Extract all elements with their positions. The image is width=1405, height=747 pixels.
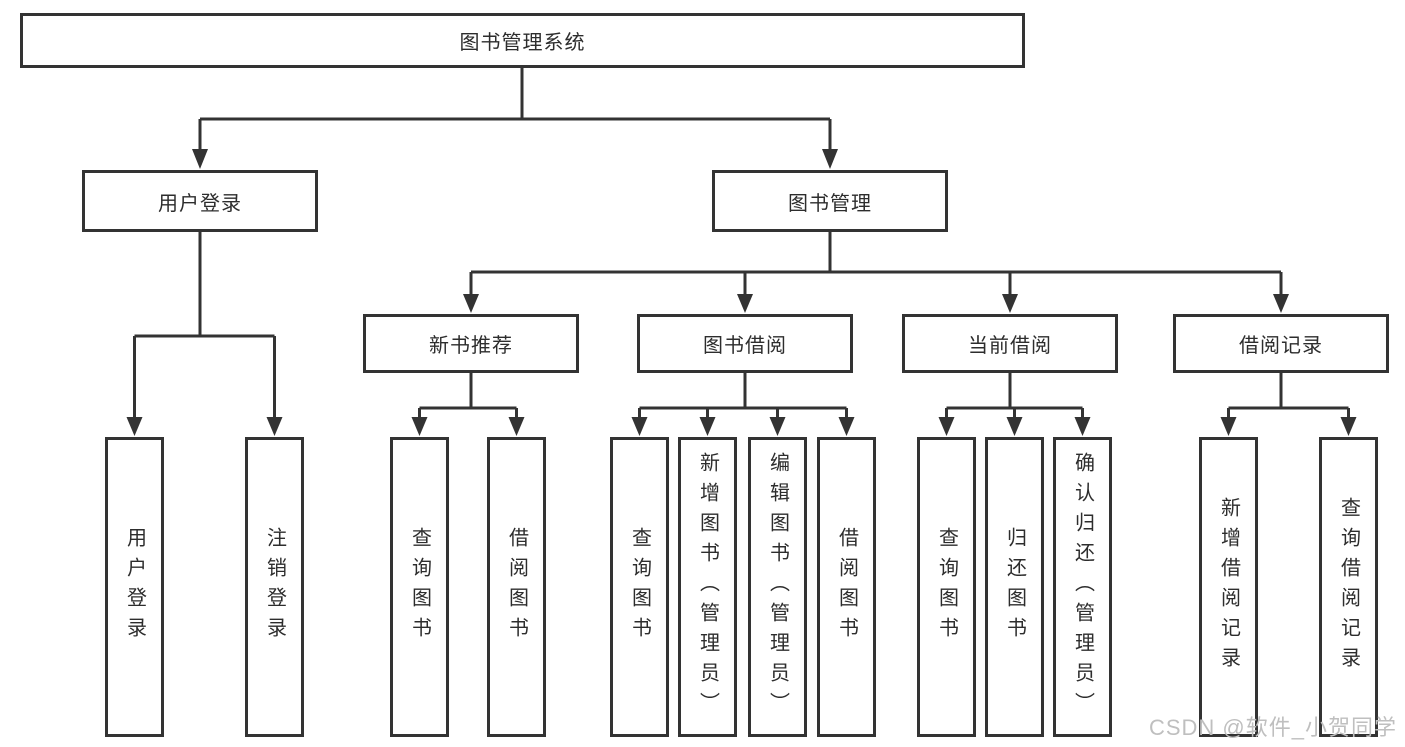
connector-borrowing-records [1227, 373, 1350, 421]
node-borrowing-records: 借阅记录 [1173, 314, 1389, 373]
arrow-down-icon [1340, 417, 1357, 436]
arrow-down-icon [769, 417, 786, 436]
connector-book-borrowing [638, 373, 848, 421]
leaf-current-confirm-return-admin: 确认归还（管理员） [1053, 437, 1112, 737]
arrow-down-icon [126, 417, 143, 436]
arrow-down-icon [266, 417, 283, 436]
arrow-down-icon [737, 294, 753, 313]
arrow-down-icon [1002, 294, 1018, 313]
connector-book-management [469, 232, 1283, 297]
leaf-records-add-borrow-record: 新增借阅记录 [1199, 437, 1258, 737]
leaf-user-login: 用户登录 [105, 437, 164, 737]
connector-root [198, 68, 832, 152]
csdn-watermark: CSDN @软件_小贺同学 [1148, 715, 1397, 740]
arrow-down-icon [1273, 294, 1289, 313]
leaf-records-query-borrow-record: 查询借阅记录 [1319, 437, 1378, 737]
leaf-borrowing-edit-books-admin: 编辑图书（管理员） [748, 437, 807, 737]
node-book-management: 图书管理 [712, 170, 948, 232]
arrow-down-icon [508, 417, 525, 436]
arrow-down-icon [192, 149, 208, 169]
arrow-down-icon [631, 417, 648, 436]
leaf-recommend-query-books: 查询图书 [390, 437, 449, 737]
arrow-down-icon [1006, 417, 1023, 436]
arrow-down-icon [1074, 417, 1091, 436]
arrow-down-icon [1220, 417, 1237, 436]
arrow-down-icon [463, 294, 479, 313]
leaf-borrowing-borrow-books: 借阅图书 [817, 437, 876, 737]
leaf-logout: 注销登录 [245, 437, 304, 737]
arrow-down-icon [838, 417, 855, 436]
node-current-borrowing: 当前借阅 [902, 314, 1118, 373]
leaf-current-return-books: 归还图书 [985, 437, 1044, 737]
arrow-down-icon [699, 417, 716, 436]
connector-current-borrowing [945, 373, 1084, 421]
arrow-down-icon [822, 149, 838, 169]
leaf-borrowing-query-books: 查询图书 [610, 437, 669, 737]
connector-user-login [133, 232, 276, 420]
leaf-borrowing-add-books-admin: 新增图书（管理员） [678, 437, 737, 737]
leaf-recommend-borrow-books: 借阅图书 [487, 437, 546, 737]
node-library-management-system: 图书管理系统 [20, 13, 1025, 68]
leaf-current-query-books: 查询图书 [917, 437, 976, 737]
node-new-book-recommendation: 新书推荐 [363, 314, 579, 373]
arrow-down-icon [411, 417, 428, 436]
node-book-borrowing: 图书借阅 [637, 314, 853, 373]
connector-new-book-recommendation [418, 373, 518, 421]
arrow-down-icon [938, 417, 955, 436]
node-user-login: 用户登录 [82, 170, 318, 232]
